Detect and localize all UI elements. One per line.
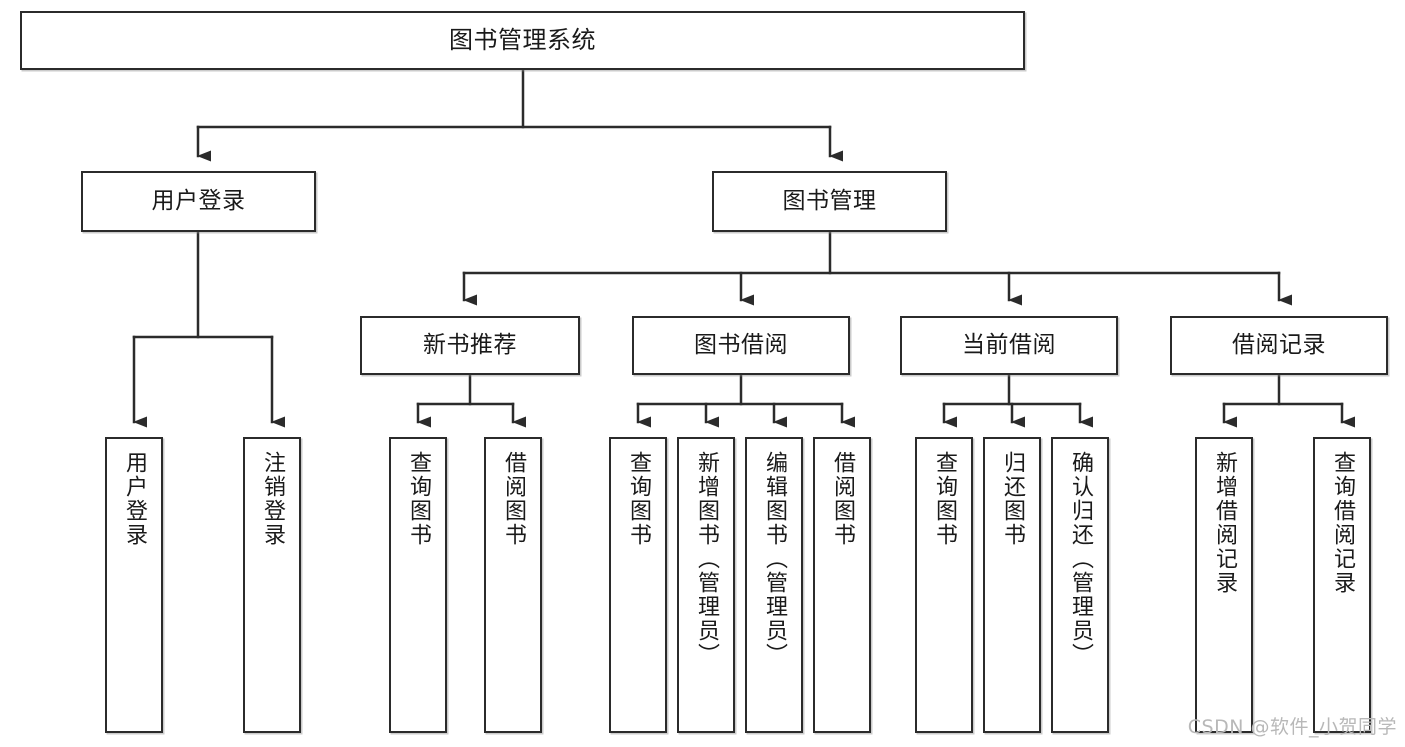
node-leaf-query-record[interactable]: 查询借阅记录 — [1313, 437, 1371, 733]
node-leaf-add-book[interactable]: 新增图书（管理员） — [677, 437, 735, 733]
node-current-borrow[interactable]: 当前借阅 — [900, 316, 1118, 375]
node-leaf-add-book-label: 新增图书（管理员） — [694, 451, 719, 667]
node-book-management[interactable]: 图书管理 — [712, 171, 947, 232]
node-book-borrow[interactable]: 图书借阅 — [632, 316, 850, 375]
node-leaf-query-book-2-label: 查询图书 — [626, 451, 651, 547]
node-leaf-return-book-label: 归还图书 — [1000, 451, 1025, 547]
node-leaf-logout[interactable]: 注销登录 — [243, 437, 301, 733]
node-user-login-label: 用户登录 — [151, 188, 246, 215]
node-root-label: 图书管理系统 — [449, 25, 596, 54]
node-leaf-return-book[interactable]: 归还图书 — [983, 437, 1041, 733]
node-current-borrow-label: 当前借阅 — [962, 332, 1056, 359]
node-leaf-confirm-return-label: 确认归还（管理员） — [1068, 451, 1093, 667]
node-borrow-record-label: 借阅记录 — [1232, 332, 1326, 359]
node-leaf-logout-label: 注销登录 — [260, 451, 285, 547]
node-root[interactable]: 图书管理系统 — [20, 11, 1025, 70]
node-user-login[interactable]: 用户登录 — [81, 171, 316, 232]
node-leaf-add-record[interactable]: 新增借阅记录 — [1195, 437, 1253, 733]
node-leaf-query-book-1-label: 查询图书 — [406, 451, 431, 547]
node-leaf-borrow-book-2-label: 借阅图书 — [830, 451, 855, 547]
node-leaf-borrow-book-1[interactable]: 借阅图书 — [484, 437, 542, 733]
node-new-book-recommend-label: 新书推荐 — [423, 332, 517, 359]
node-leaf-user-login[interactable]: 用户登录 — [105, 437, 163, 733]
node-leaf-query-book-3-label: 查询图书 — [932, 451, 957, 547]
node-leaf-query-book-2[interactable]: 查询图书 — [609, 437, 667, 733]
node-leaf-query-book-3[interactable]: 查询图书 — [915, 437, 973, 733]
watermark: CSDN @软件_小贺同学 — [1187, 716, 1397, 738]
node-leaf-user-login-label: 用户登录 — [122, 451, 147, 547]
node-book-borrow-label: 图书借阅 — [694, 332, 788, 359]
node-leaf-borrow-book-2[interactable]: 借阅图书 — [813, 437, 871, 733]
node-leaf-query-book-1[interactable]: 查询图书 — [389, 437, 447, 733]
node-borrow-record[interactable]: 借阅记录 — [1170, 316, 1388, 375]
node-leaf-confirm-return[interactable]: 确认归还（管理员） — [1051, 437, 1109, 733]
node-book-management-label: 图书管理 — [782, 188, 877, 215]
node-leaf-add-record-label: 新增借阅记录 — [1212, 451, 1237, 595]
node-new-book-recommend[interactable]: 新书推荐 — [360, 316, 580, 375]
node-leaf-edit-book[interactable]: 编辑图书（管理员） — [745, 437, 803, 733]
node-leaf-borrow-book-1-label: 借阅图书 — [501, 451, 526, 547]
node-leaf-edit-book-label: 编辑图书（管理员） — [762, 451, 787, 667]
node-leaf-query-record-label: 查询借阅记录 — [1330, 451, 1355, 595]
